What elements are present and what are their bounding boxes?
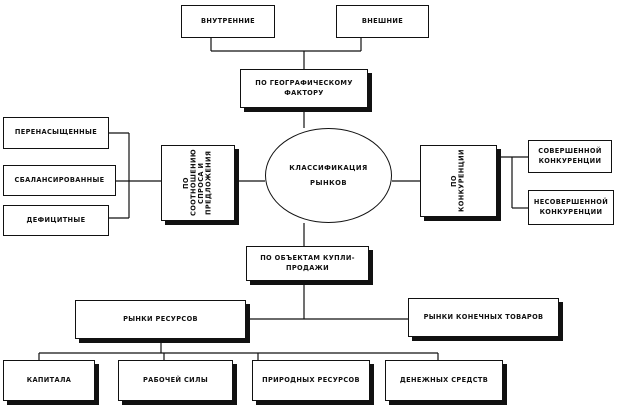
natural-resources-market-box: ПРИРОДНЫХ РЕСУРСОВ — [252, 360, 370, 401]
geographic-factor-box: ПО ГЕОГРАФИЧЕСКОМУ ФАКТОРУ — [240, 69, 368, 108]
resource-markets-box: РЫНКИ РЕСУРСОВ — [75, 300, 246, 339]
labor-market-box: РАБОЧЕЙ СИЛЫ — [118, 360, 233, 401]
money-market-box: ДЕНЕЖНЫХ СРЕДСТВ — [385, 360, 503, 401]
capital-market-box: КАПИТАЛА — [3, 360, 95, 401]
competition-classification-box: ПО КОНКУРЕНЦИИ — [420, 145, 497, 217]
supply-demand-ratio-box: ПО СООТНОШЕНИЮ СПРОСА И ПРЕДЛОЖЕНИЯ — [161, 145, 235, 221]
balanced-markets-box: СБАЛАНСИРОВАННЫЕ — [3, 165, 116, 196]
center-title-line-two: РЫНКОВ — [310, 178, 347, 187]
imperfect-competition-box: НЕСОВЕРШЕННОЙ КОНКУРЕНЦИИ — [528, 190, 614, 225]
final-goods-markets-box: РЫНКИ КОНЕЧНЫХ ТОВАРОВ — [408, 298, 559, 337]
center-title-line-one: КЛАССИФИКАЦИЯ — [289, 164, 368, 173]
internal-markets-box: ВНУТРЕННИЕ — [181, 5, 275, 38]
purchase-sale-objects-box: ПО ОБЪЕКТАМ КУПЛИ-ПРОДАЖИ — [246, 246, 369, 281]
external-markets-box: ВНЕШНИЕ — [336, 5, 429, 38]
market-classification-center: КЛАССИФИКАЦИЯ РЫНКОВ — [265, 128, 392, 223]
perfect-competition-box: СОВЕРШЕННОЙ КОНКУРЕНЦИИ — [528, 140, 612, 173]
competition-classification-label: ПО КОНКУРЕНЦИИ — [449, 149, 466, 213]
oversaturated-markets-box: ПЕРЕНАСЫЩЕННЫЕ — [3, 117, 109, 149]
deficit-markets-box: ДЕФИЦИТНЫЕ — [3, 205, 109, 236]
supply-demand-ratio-label: ПО СООТНОШЕНИЮ СПРОСА И ПРЕДЛОЖЕНИЯ — [181, 149, 213, 217]
